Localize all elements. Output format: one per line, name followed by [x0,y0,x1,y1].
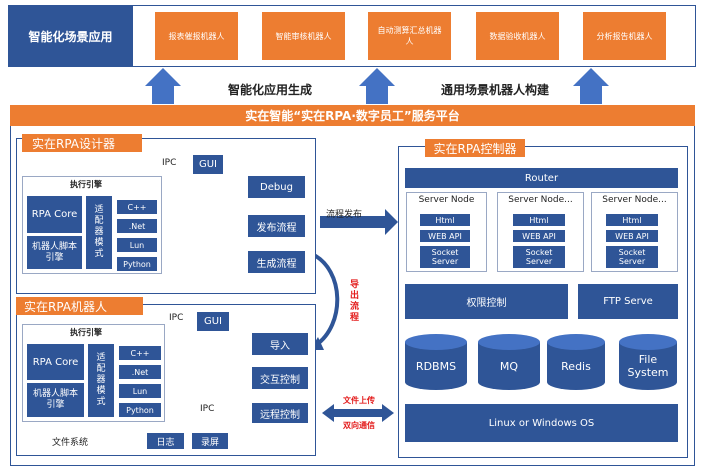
robot-action-interact: 交互控制 [252,367,308,389]
node3-html: Html [606,214,658,226]
db-mq: MQ [478,334,540,390]
designer-action-debug: Debug [248,176,305,198]
robot-script-engine: 机器人脚本引擎 [27,383,84,417]
server-node-3-title: Server Node... [602,195,667,205]
designer-adapter: 适配器模式 [86,196,112,269]
up-arrow-icon [145,68,181,104]
node1-webapi: WEB API [420,230,470,242]
robot-box-analysis: 分析报告机器人 [583,12,666,60]
ftp-server-box: FTP Serve [578,284,678,319]
publish-label: 流程发布 [326,210,363,220]
node1-socket: Socket Server [420,246,470,268]
up-arrow-icon [573,68,609,104]
controller-title: 实在RPA控制器 [425,139,525,157]
designer-engine-title: 执行引擎 [70,180,102,189]
robot-lang-net: .Net [119,365,161,379]
platform-bar: 实在智能“实在RPA·数字员工”服务平台 [10,105,695,126]
server-node-1-title: Server Node [418,195,475,205]
permission-control-box: 权限控制 [405,284,568,319]
node3-socket: Socket Server [606,246,658,268]
robot-action-import: 导入 [252,333,308,355]
node3-webapi: WEB API [606,230,658,242]
designer-ipc-label: IPC [162,158,177,168]
db-redis: Redis [547,334,605,390]
up-arrow-icon [359,68,395,104]
robot-rpa-core: RPA Core [27,344,84,380]
designer-lang-python: Python [117,257,157,271]
robot-box-report: 报表催报机器人 [155,12,238,60]
server-node-2-title: Server Node... [508,195,573,205]
node1-html: Html [420,214,470,226]
designer-action-generate: 生成流程 [248,251,305,273]
designer-rpa-core: RPA Core [27,196,82,233]
robot-lang-lun: Lun [119,384,161,398]
node2-webapi: WEB API [513,230,565,242]
export-curve-arrow-icon [311,252,340,347]
designer-action-publish: 发布流程 [248,215,305,237]
fs-record-box: 录屏 [192,433,228,449]
scenario-title: 智能化场景应用 [8,5,133,67]
robot-action-remote: 远程控制 [252,403,308,423]
robot-title: 实在RPA机器人 [16,297,143,315]
db-file-system: File System [619,334,677,390]
file-system-label: 文件系统 [52,438,89,448]
robot-box-audit: 智能审核机器人 [262,12,345,60]
duplex-arrow-icon [322,404,394,422]
robot-box-acceptance: 数据验收机器人 [476,12,559,60]
robot-box-calc: 自动测算汇总机器人 [368,12,451,60]
fs-log-box: 日志 [147,433,184,449]
publish-arrow-icon [320,209,398,235]
router-box: Router [405,168,678,188]
robot-ipc2-label: IPC [200,404,222,416]
export-label: 导出流程 [350,280,360,323]
os-box: Linux or Windows OS [405,404,678,442]
db-file-system-label: File System [627,353,669,379]
node2-socket: Socket Server [513,246,565,268]
designer-lang-cpp: C++ [117,200,157,214]
robot-gui-box: GUI [197,312,229,331]
robot-ipc-label: IPC [169,313,184,323]
db-mq-label: MQ [499,359,519,373]
robot-adapter: 适配器模式 [88,344,114,417]
designer-script-engine: 机器人脚本引擎 [27,236,82,269]
platform-frame [10,126,695,466]
designer-gui-box: GUI [193,155,223,174]
db-redis-label: Redis [561,359,591,373]
designer-title: 实在RPA设计器 [22,134,142,152]
db-rdbms: RDBMS [405,334,467,390]
robot-lang-python: Python [119,403,161,417]
db-rdbms-label: RDBMS [415,359,457,373]
robot-engine-title: 执行引擎 [70,328,102,337]
designer-lang-net: .Net [117,219,157,233]
upload-label: 文件上传 [343,396,375,405]
mid-label-generate: 智能化应用生成 [227,83,312,97]
robot-lang-cpp: C++ [119,346,161,360]
duplex-label: 双向通信 [343,421,375,430]
node2-html: Html [513,214,565,226]
mid-label-build: 通用场景机器人构建 [440,83,549,97]
designer-lang-lun: Lun [117,238,157,252]
